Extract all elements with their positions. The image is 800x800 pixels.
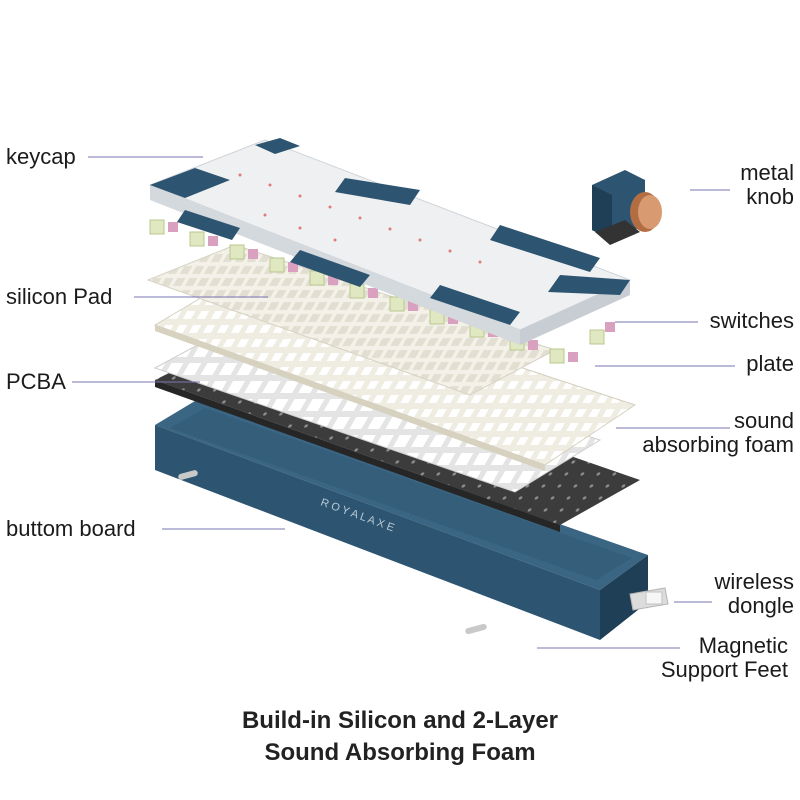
label-metal-knob-line1: metal: [740, 160, 794, 185]
label-pcba: PCBA: [6, 369, 66, 394]
keycap-set: [148, 138, 632, 345]
magnetic-feet: [178, 470, 487, 635]
label-switches: switches: [709, 308, 794, 333]
label-keycap: keycap: [6, 144, 76, 169]
label-metal-knob-line2: knob: [746, 184, 794, 209]
label-bottom-board: buttom board: [6, 516, 136, 541]
caption: Build-in Silicon and 2-Layer Sound Absor…: [0, 705, 800, 769]
switch-row: [149, 219, 615, 364]
label-wireless-dongle: wireless dongle: [715, 570, 794, 618]
label-plate: plate: [746, 351, 794, 376]
label-metal-knob: metal knob: [740, 161, 794, 209]
label-dongle-line2: dongle: [727, 593, 794, 618]
label-feet-line1: Magnetic: [698, 633, 788, 658]
label-sound-absorbing-foam: sound absorbing foam: [642, 409, 794, 457]
knob-module: [592, 170, 662, 245]
label-foam-line2: absorbing foam: [642, 432, 794, 457]
caption-line2: Sound Absorbing Foam: [264, 739, 536, 766]
label-foam-line1: sound: [734, 408, 794, 433]
label-silicon-pad: silicon Pad: [6, 284, 113, 309]
wireless-dongle: [629, 587, 669, 611]
caption-line1: Build-in Silicon and 2-Layer: [241, 707, 559, 734]
label-feet-line2: Support Feet: [660, 657, 788, 682]
leader-lines: [72, 156, 735, 649]
bottom-case: R O Y A L A X E: [155, 398, 648, 640]
label-magnetic-support-feet: Magnetic Support Feet: [661, 634, 788, 682]
label-dongle-line1: wireless: [714, 569, 794, 594]
